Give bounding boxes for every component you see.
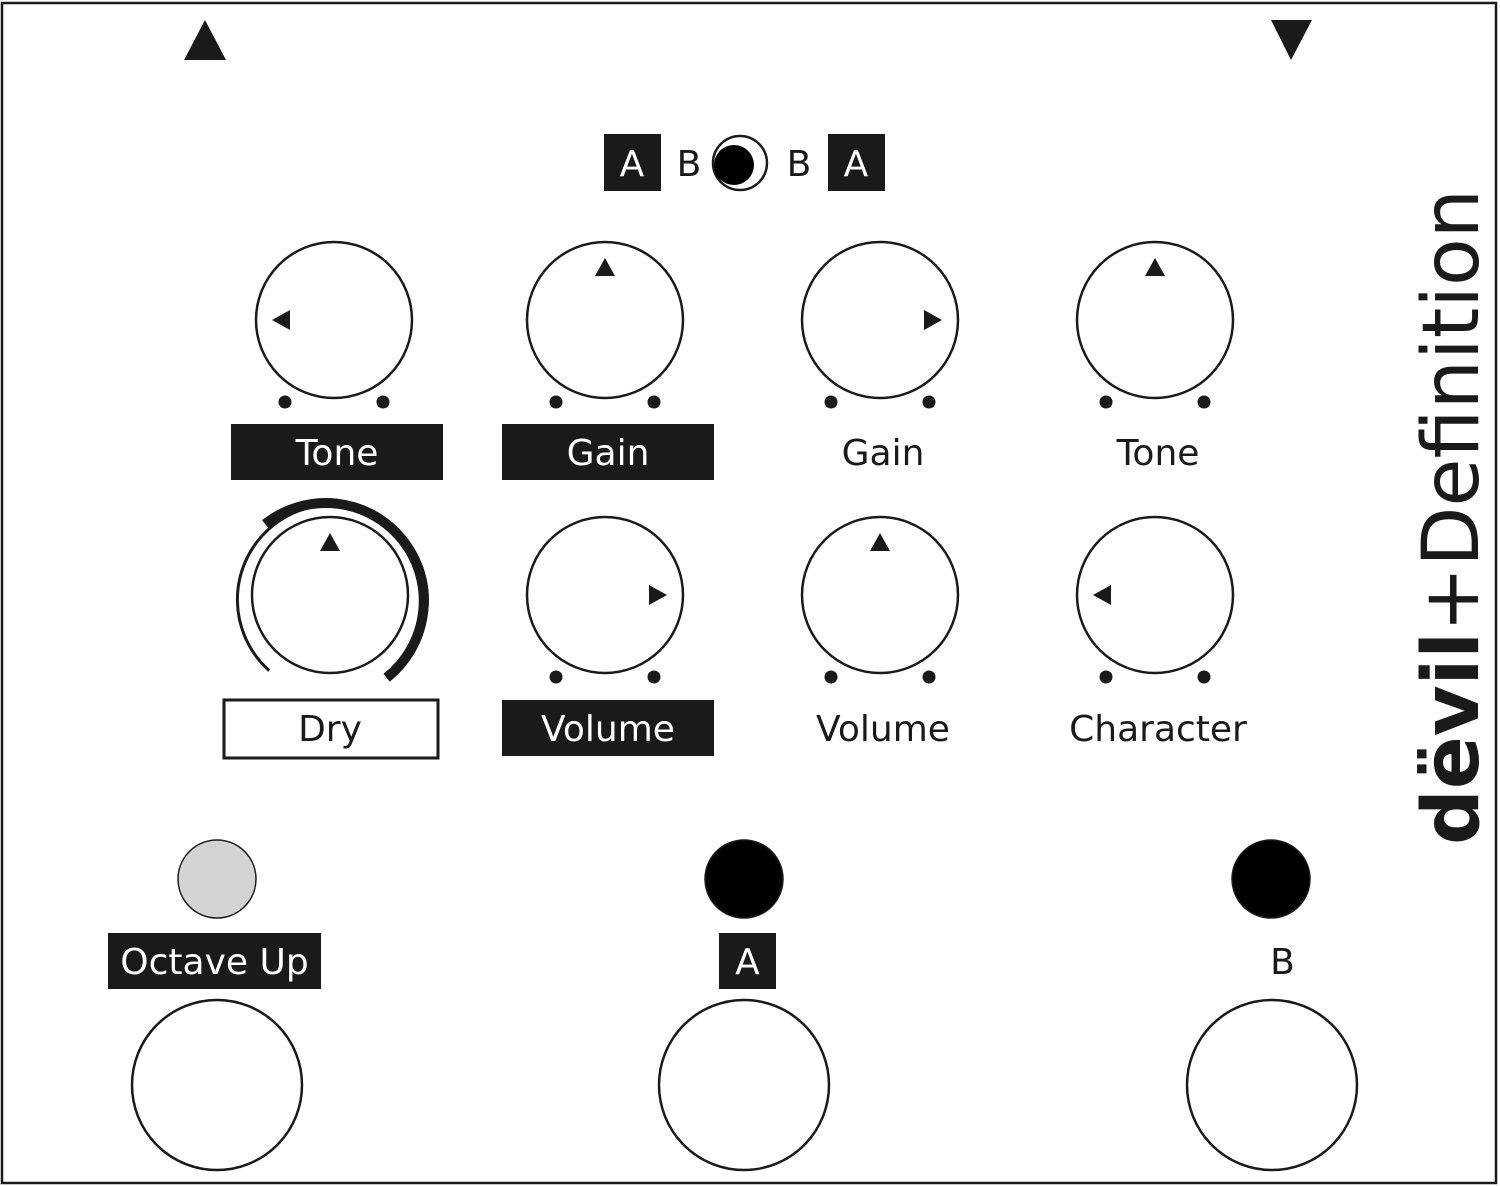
knob-pointer-icon bbox=[1145, 258, 1165, 276]
mount-dot bbox=[549, 395, 563, 409]
mount-dot bbox=[549, 670, 563, 684]
routing-left-badge-label: A bbox=[620, 144, 645, 185]
footswitch-button[interactable] bbox=[1185, 998, 1359, 1172]
routing-left-badge bbox=[604, 134, 661, 191]
footswitch-label-bg bbox=[719, 933, 776, 989]
knob-label-bg bbox=[502, 700, 714, 756]
mount-dot bbox=[278, 395, 292, 409]
knob-7: Volume bbox=[800, 515, 960, 750]
routing-right-badge-label: A bbox=[844, 144, 869, 185]
knob-label: Gain bbox=[842, 433, 925, 474]
routing-toggle-dot-icon[interactable] bbox=[714, 145, 754, 185]
knob-body[interactable] bbox=[800, 240, 960, 400]
knob-label: Tone bbox=[1116, 433, 1200, 474]
knob-8: Character bbox=[1069, 515, 1247, 750]
mount-dot bbox=[1197, 395, 1211, 409]
knob-pointer-icon bbox=[649, 585, 667, 605]
footswitch-label: Octave Up bbox=[120, 942, 308, 983]
footswitch-button[interactable] bbox=[130, 998, 304, 1172]
knob-pointer-icon bbox=[320, 533, 340, 551]
knob-body[interactable] bbox=[800, 515, 960, 675]
knob-body[interactable] bbox=[525, 240, 685, 400]
footswitch-label-bg bbox=[108, 933, 321, 989]
routing-right-badge bbox=[828, 134, 885, 191]
mount-dot bbox=[376, 395, 390, 409]
mount-dot bbox=[1099, 395, 1113, 409]
footswitch-2: A bbox=[657, 839, 831, 1172]
mount-dot bbox=[647, 395, 661, 409]
knob-2: Gain bbox=[502, 240, 714, 480]
status-led-icon bbox=[704, 839, 784, 919]
knob-body[interactable] bbox=[250, 515, 410, 675]
knob-label: Volume bbox=[541, 709, 675, 750]
knob-label: Gain bbox=[567, 433, 650, 474]
knob-1: Tone bbox=[231, 240, 443, 480]
knob-body[interactable] bbox=[1075, 240, 1235, 400]
routing-right-letter: B bbox=[787, 144, 812, 185]
knob-body[interactable] bbox=[525, 515, 685, 675]
routing-indicator: A B B A bbox=[604, 134, 885, 192]
knob-pointer-icon bbox=[924, 310, 942, 330]
footswitch-3: B bbox=[1185, 839, 1359, 1172]
knob-label: Tone bbox=[295, 433, 379, 474]
knob-pointer-icon bbox=[272, 310, 290, 330]
mount-dot bbox=[647, 670, 661, 684]
brand-logo-text: dëvil+Definition bbox=[1407, 189, 1497, 845]
mount-dot bbox=[824, 670, 838, 684]
arrow-down-icon bbox=[1271, 20, 1312, 60]
mount-dot bbox=[824, 395, 838, 409]
knob-label: Character bbox=[1069, 709, 1247, 750]
knob-3: Gain bbox=[800, 240, 960, 474]
knob-label: Volume bbox=[816, 709, 950, 750]
footswitch-label: A bbox=[735, 942, 760, 983]
knob-label-bg bbox=[231, 424, 443, 480]
footswitch-row: Octave Up A B bbox=[108, 839, 1359, 1172]
knob-4: Tone bbox=[1075, 240, 1235, 474]
knob-label: Dry bbox=[298, 709, 362, 750]
mount-dot bbox=[1197, 670, 1211, 684]
knob-5: Dry bbox=[222, 515, 440, 760]
status-led-icon bbox=[177, 839, 257, 919]
footswitch-1: Octave Up bbox=[108, 839, 321, 1172]
knob-pointer-icon bbox=[1093, 585, 1111, 605]
knob-pointer-icon bbox=[870, 533, 890, 551]
knob-6: Volume bbox=[502, 515, 714, 756]
knob-pointer-icon bbox=[595, 258, 615, 276]
mount-dot bbox=[1099, 670, 1113, 684]
status-led-icon bbox=[1231, 839, 1311, 919]
brand-logo: dëvil+Definition bbox=[1407, 189, 1497, 845]
mount-dot bbox=[922, 395, 936, 409]
arrow-up-icon bbox=[184, 20, 226, 60]
brand-separator: + bbox=[1407, 567, 1497, 632]
dry-knob-arc-bold bbox=[262, 498, 429, 682]
knob-body[interactable] bbox=[1075, 515, 1235, 675]
brand-model: Definition bbox=[1407, 189, 1497, 567]
routing-left-letter: B bbox=[677, 144, 702, 185]
knob-label-bg bbox=[502, 424, 714, 480]
knob-body[interactable] bbox=[254, 240, 414, 400]
mount-dot bbox=[922, 670, 936, 684]
footswitch-button[interactable] bbox=[657, 998, 831, 1172]
knob-label-frame bbox=[222, 698, 440, 760]
brand-name: dëvil bbox=[1407, 632, 1497, 845]
footswitch-label: B bbox=[1270, 942, 1295, 983]
